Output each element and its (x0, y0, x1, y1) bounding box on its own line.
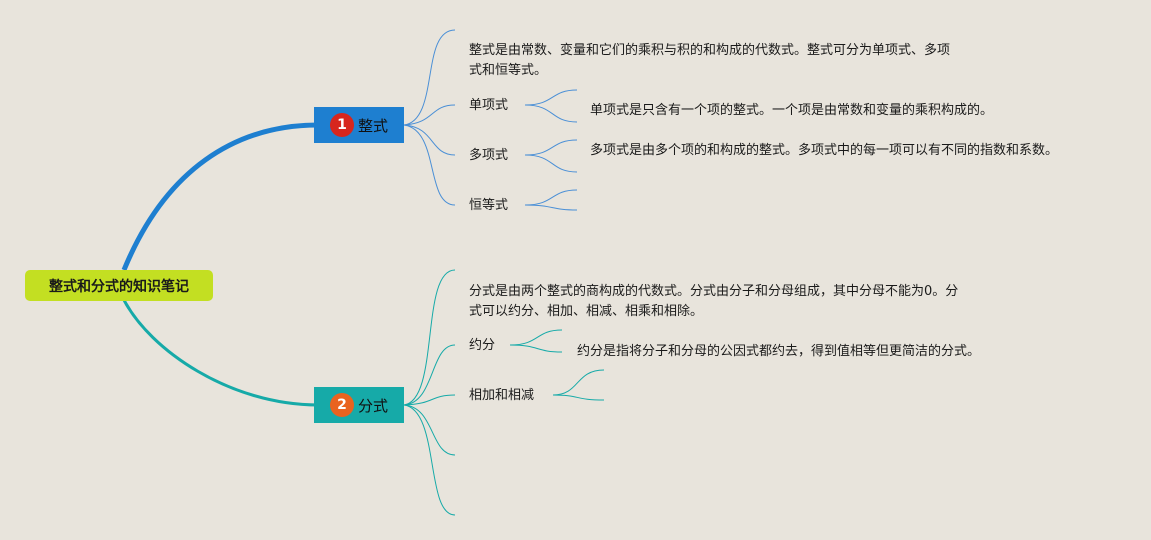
note-reduction: 约分是指将分子和分母的公因式都约去，得到值相等但更简洁的分式。 (577, 344, 981, 359)
connector-b1-child2-leaf2 (524, 154, 578, 173)
note-monomial: 单项式是只含有一个项的整式。一个项是由常数和变量的乘积构成的。 (590, 103, 994, 118)
connector-b1-definition (403, 29, 456, 126)
connector-b1-child2 (403, 124, 456, 156)
connector-b1-child3-leaf (524, 189, 578, 206)
topic-add-subtract[interactable]: 相加和相减 (469, 388, 535, 403)
connector-root-branch1 (121, 122, 319, 271)
connector-b1-child3-leaf2 (524, 204, 578, 211)
connector-b2-child1-leaf (509, 329, 563, 346)
connector-b1-child1-leaf (524, 89, 578, 106)
topic-identity[interactable]: 恒等式 (469, 198, 509, 213)
root-topic-label: 整式和分式的知识笔记 (49, 278, 189, 295)
connector-b1-child2-leaf (524, 139, 578, 156)
number-badge-icon: 1 (329, 113, 354, 137)
branch-label: 整式 (357, 116, 388, 135)
branch-label: 分式 (357, 396, 388, 415)
connector-root-branch2 (122, 299, 319, 407)
connector-b2-definition (403, 269, 456, 406)
definition-text: 分式是由两个整式的商构成的代数式。分式由分子和分母组成，其中分母不能为0。分式可… (469, 284, 959, 319)
note-polynomial: 多项式是由多个项的和构成的整式。多项式中的每一项可以有不同的指数和系数。 (590, 143, 1059, 158)
connector-b2-child2-leaf2 (552, 394, 605, 401)
topic-reduction[interactable]: 约分 (469, 338, 496, 353)
connector-b2-child1 (403, 344, 456, 406)
branch-fraction[interactable]: 2 分式 (314, 387, 404, 423)
connector-b2-empty1 (403, 404, 456, 456)
connector-b1-child1 (403, 104, 456, 126)
number-badge-icon: 2 (329, 393, 354, 417)
definition-text: 整式是由常数、变量和它们的乘积与积的和构成的代数式。整式可分为单项式、多项式和恒… (469, 43, 951, 78)
topic-polynomial[interactable]: 多项式 (469, 148, 509, 163)
connector-b2-child2-leaf (552, 369, 605, 396)
connector-b2-empty2 (403, 404, 456, 516)
topic-monomial[interactable]: 单项式 (469, 98, 509, 113)
root-topic[interactable]: 整式和分式的知识笔记 (25, 270, 213, 301)
branch-integral-expression[interactable]: 1 整式 (314, 107, 404, 143)
connector-b1-child3 (403, 124, 456, 206)
connector-b2-child2 (403, 394, 456, 406)
connector-b1-child1-leaf2 (524, 104, 578, 123)
connector-b2-child1-leaf2 (509, 344, 563, 353)
